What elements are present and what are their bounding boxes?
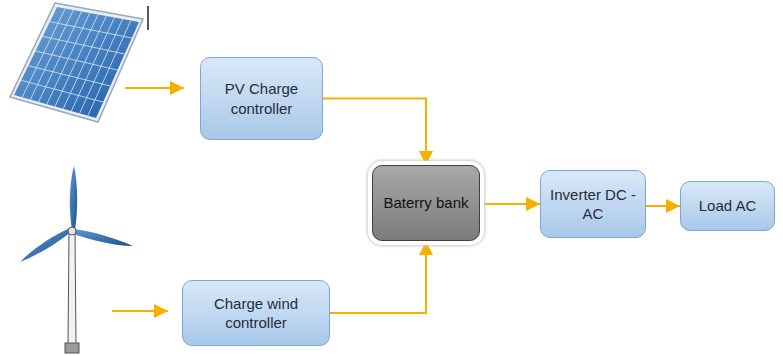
panel-post [147,6,149,30]
panel-cell-line [28,66,110,86]
node-text: Load AC [699,196,757,216]
inverter-box: Inverter DC - AC [540,170,646,238]
box-label: Load AC [699,196,757,216]
box-label: Inverter DC - AC [549,185,637,224]
flow-connector [323,99,426,166]
panel-cell-line [36,51,118,70]
node-text: Charge wind controller [191,294,321,333]
panel-cell-line [50,22,132,38]
charge-controller: Charge wind controller [182,280,330,346]
wind-turbine [20,166,133,353]
battery-bank: Baterry bank [372,165,480,241]
source-arrow [125,87,184,89]
flow-connector [646,205,680,207]
node-text: Baterry bank [383,193,468,213]
charge-controller: PV Charge controller [200,57,323,140]
panel-cell-line [21,80,103,102]
node-text: Inverter DC - AC [549,185,637,224]
panel-cell-line [43,36,125,54]
flow-connector [330,241,426,313]
source-arrow [112,310,168,312]
load-box: Load AC [680,181,775,231]
box-label: Baterry bank [383,193,468,213]
solar-panel [10,3,143,122]
box-label: Charge wind controller [191,294,321,333]
box-label: PV Charge controller [209,79,314,118]
node-text: PV Charge controller [209,79,314,118]
flow-connector [480,203,540,205]
